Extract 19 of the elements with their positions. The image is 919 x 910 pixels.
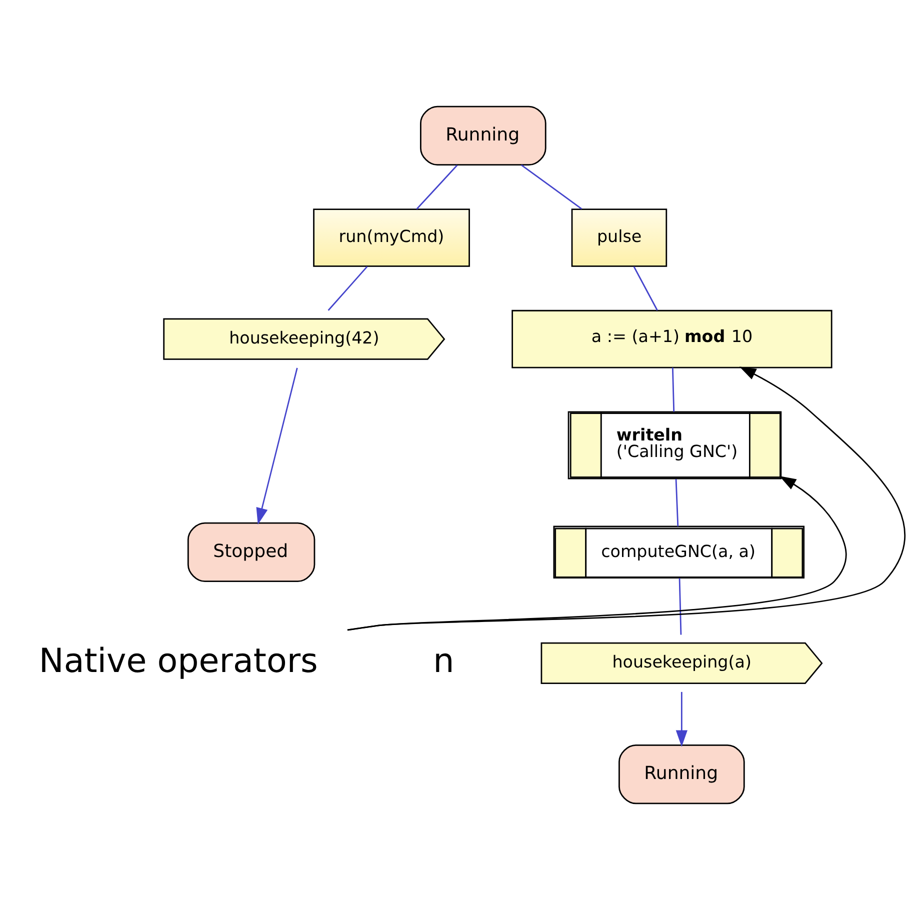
connector [416,164,458,210]
node-box: Running [420,106,546,166]
node-box: Stopped [187,522,316,582]
arrow [676,692,688,747]
connector [521,164,582,210]
label: n [433,640,454,680]
arrow [347,476,847,631]
connector [328,266,368,311]
node-text: Native operators [38,640,318,680]
node-box: pulse [571,208,668,267]
node-box: Running [618,744,745,804]
connector [633,266,658,311]
arrow [256,368,298,525]
connector [675,479,679,526]
arrow [347,366,906,631]
node-box: a := (a+1) mod 10 [512,310,832,368]
connector [678,578,682,635]
connector [672,368,675,412]
node-box: run(myCmd) [313,208,470,267]
